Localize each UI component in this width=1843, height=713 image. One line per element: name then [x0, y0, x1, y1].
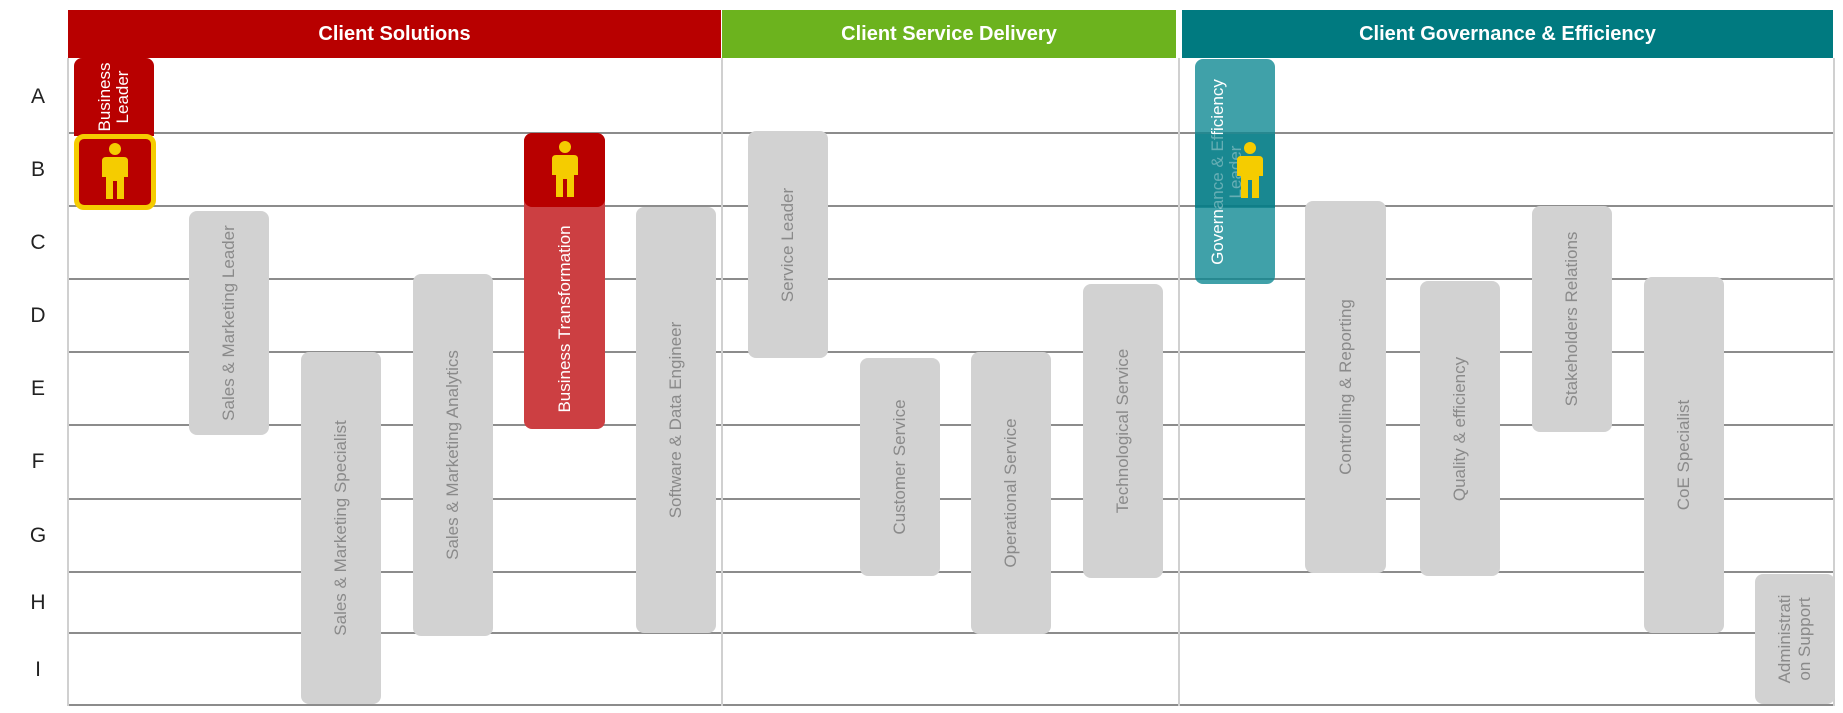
role-operational-service[interactable]: Operational Service [971, 352, 1051, 634]
person-icon [1237, 142, 1263, 198]
role-label: Stakeholders Relations [1562, 231, 1581, 407]
role-stakeholders-relations[interactable]: Stakeholders Relations [1532, 206, 1612, 432]
grid-line [68, 424, 1833, 426]
row-label-f: F [31, 449, 45, 473]
role-label: CoE Specialist [1674, 399, 1693, 511]
row-label-b: B [30, 157, 45, 181]
role-business-leader[interactable]: Business Leader [74, 58, 154, 136]
role-label: Technological Service [1113, 348, 1132, 514]
person-icon [551, 141, 578, 197]
header-client-governance-efficiency: Client Governance & Efficiency [1182, 10, 1833, 58]
grid-line [68, 632, 1833, 634]
role-technological-service[interactable]: Technological Service [1083, 284, 1163, 578]
role-quality-efficiency[interactable]: Quality & efficiency [1420, 281, 1500, 576]
role-sales-marketing-leader[interactable]: Sales & Marketing Leader [189, 211, 269, 435]
role-label: Quality & efficiency [1450, 356, 1469, 501]
role-customer-service[interactable]: Customer Service [860, 358, 940, 576]
role-label: Controlling & Reporting [1335, 299, 1355, 475]
role-label: Software & Data Engineer [666, 321, 685, 519]
governance-efficiency-person-tile[interactable] [1195, 134, 1275, 208]
row-label-d: D [30, 303, 46, 327]
role-label: Sales & Marketing Leader [219, 225, 238, 421]
row-label-i: I [35, 657, 41, 681]
role-label: Service Leader [778, 187, 797, 302]
role-coe-specialist[interactable]: CoE Specialist [1644, 277, 1724, 633]
business-leader-person-tile[interactable] [74, 134, 156, 210]
role-sales-marketing-specialist[interactable]: Sales & Marketing Specialist [301, 352, 381, 704]
role-label: Sales & Marketing Analytics [443, 350, 462, 560]
row-label-c: C [30, 230, 46, 254]
grid-line [68, 571, 1833, 573]
grid-line [68, 498, 1833, 500]
role-administration-support[interactable]: Administrati on Support [1755, 574, 1835, 704]
row-label-h: H [30, 590, 46, 614]
row-label-a: A [30, 84, 45, 108]
role-controlling-reporting[interactable]: Controlling & Reporting [1305, 201, 1386, 573]
role-service-leader[interactable]: Service Leader [748, 131, 828, 358]
column-divider [1178, 58, 1180, 706]
grid-line [68, 278, 1833, 280]
column-divider [1833, 58, 1835, 706]
grid-line [68, 351, 1833, 353]
grid-line [68, 132, 1833, 134]
header-client-service-delivery: Client Service Delivery [722, 10, 1176, 58]
row-label-e: E [30, 376, 45, 400]
header-client-solutions: Client Solutions [68, 10, 721, 58]
role-label: Operational Service [1001, 418, 1020, 568]
column-divider [721, 58, 723, 706]
role-label: Customer Service [890, 399, 909, 535]
role-label: Business Leader [95, 62, 132, 132]
grid-line [68, 205, 1833, 207]
business-transformation-person-tile[interactable] [524, 133, 605, 207]
row-label-g: G [29, 523, 47, 547]
role-label: Sales & Marketing Specialist [331, 420, 350, 636]
column-divider [67, 58, 69, 706]
grid-line [68, 704, 1833, 706]
role-label: Business Transformation [554, 225, 574, 414]
role-sales-marketing-analytics[interactable]: Sales & Marketing Analytics [413, 274, 493, 636]
person-icon [102, 143, 128, 199]
role-label: Administrati on Support [1775, 594, 1814, 684]
role-software-data-engineer[interactable]: Software & Data Engineer [636, 207, 716, 633]
